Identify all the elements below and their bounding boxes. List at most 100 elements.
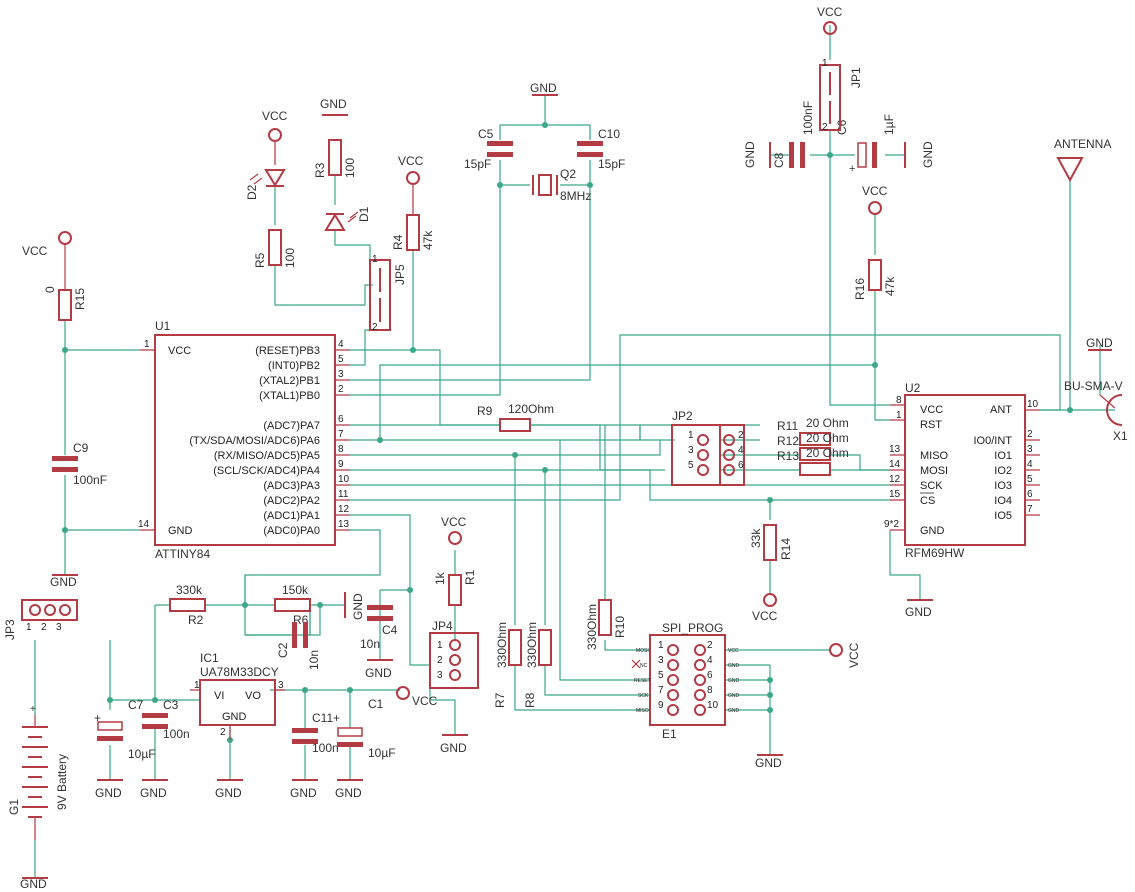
u2-io5: IO5 [994,510,1012,522]
svg-text:R13: R13 [777,449,799,463]
jp4: JP4 123 [429,619,479,689]
x1-sma: BU-SMA-V X1 [1064,379,1128,443]
svg-text:GND: GND [728,678,740,684]
svg-text:3: 3 [278,680,284,691]
gnd-c3: GND [140,779,168,800]
svg-text:R5: R5 [253,252,267,268]
svg-text:GND: GND [728,708,740,714]
u1-gnd-label: GND [168,525,193,537]
svg-text:C8: C8 [772,152,786,168]
svg-text:10n: 10n [360,637,380,651]
svg-text:0: 0 [43,286,57,293]
svg-text:R7: R7 [493,692,507,708]
svg-text:1: 1 [194,680,200,691]
svg-text:100nF: 100nF [801,101,815,135]
gnd-c4: GND [365,659,393,680]
svg-text:2: 2 [437,655,443,666]
svg-text:GND: GND [440,741,467,755]
u2-pin7: 7 [1027,504,1033,515]
u2-pin1: 1 [896,410,902,421]
u1-pin2: 2 [338,384,344,395]
svg-text:2: 2 [220,727,226,738]
u2-rst: RST [920,419,942,431]
u2-pin12: 12 [889,474,901,485]
svg-text:C6: C6 [835,119,849,135]
svg-text:15pF: 15pF [598,157,625,171]
svg-text:JP1: JP1 [849,67,863,88]
vcc-r4: VCC [398,154,424,215]
u2-pin5: 5 [1027,474,1033,485]
svg-text:C2: C2 [276,642,290,658]
svg-text:330k: 330k [176,583,203,597]
u2-sck: SCK [920,480,943,492]
svg-text:100: 100 [283,248,297,268]
u1-pb2: (INT0)PB2 [268,360,320,372]
u1-pin6: 6 [338,414,344,425]
u1-pin12: 12 [338,504,350,515]
u1-pin5: 5 [338,354,344,365]
vcc-spi: VCC [829,642,861,668]
u1-pin8: 8 [338,444,344,455]
u2-io0: IO0/INT [973,435,1012,447]
u2-io4: IO4 [994,495,1012,507]
u1-pa6: (TX/SDA/MOSI/ADC6)PA6 [189,435,320,447]
svg-text:GND: GND [530,81,557,95]
u2-value: RFM69HW [905,546,965,560]
r3: R3 100 [313,139,357,178]
u1-pin1: 1 [144,339,150,350]
r7: R7 330Ohm [493,622,522,708]
svg-text:SCK: SCK [638,693,649,699]
u1-pa0: (ADC0)PA0 [263,525,320,537]
svg-text:GND: GND [351,593,365,620]
u2-gnd: GND [920,525,945,537]
gnd-c2: GND [344,592,365,620]
svg-text:9V Battery: 9V Battery [55,754,69,810]
svg-text:GND: GND [20,877,47,891]
u2-pin8: 8 [896,395,902,406]
svg-text:MISO: MISO [636,708,649,714]
svg-text:8: 8 [707,685,713,696]
svg-text:R12: R12 [777,434,799,448]
svg-text:15pF: 15pF [464,157,491,171]
svg-text:GND: GND [95,786,122,800]
svg-text:VCC: VCC [728,648,739,654]
jp5: 12 JP5 [369,254,407,333]
svg-text:5: 5 [658,670,664,681]
u1-pin3: 3 [338,369,344,380]
svg-text:C10: C10 [598,127,620,141]
svg-text:GND: GND [320,97,347,111]
svg-text:GND: GND [728,693,740,699]
svg-text:Q2: Q2 [560,167,576,181]
gnd-c8: GND [743,141,771,168]
svg-text:GND: GND [222,711,247,723]
svg-text:1: 1 [658,640,664,651]
u1-pin9: 9 [338,459,344,470]
svg-text:GND: GND [905,605,932,619]
u2-pin2: 2 [1027,429,1033,440]
r1: 1k R1 [433,569,477,606]
u1-pa1: (ADC1)PA1 [263,510,320,522]
gnd-r3: GND [320,97,348,116]
svg-text:100n: 100n [312,741,339,755]
svg-text:VCC: VCC [862,184,888,198]
c10: C10 15pF [577,127,625,171]
d1-led: D1 [324,206,371,231]
u1-pa7: (ADC7)PA7 [263,420,320,432]
u2-io3: IO3 [994,480,1012,492]
svg-text:GND: GND [743,141,757,168]
svg-text:330Ohm: 330Ohm [585,604,599,650]
svg-text:C7: C7 [128,698,144,712]
u1-pin4: 4 [338,339,344,350]
gnd-antenna: GND [1086,336,1113,351]
gnd-ic1: GND [215,779,243,800]
svg-text:7: 7 [658,685,664,696]
svg-text:330Ohm: 330Ohm [525,622,539,668]
wires [34,25,1115,878]
